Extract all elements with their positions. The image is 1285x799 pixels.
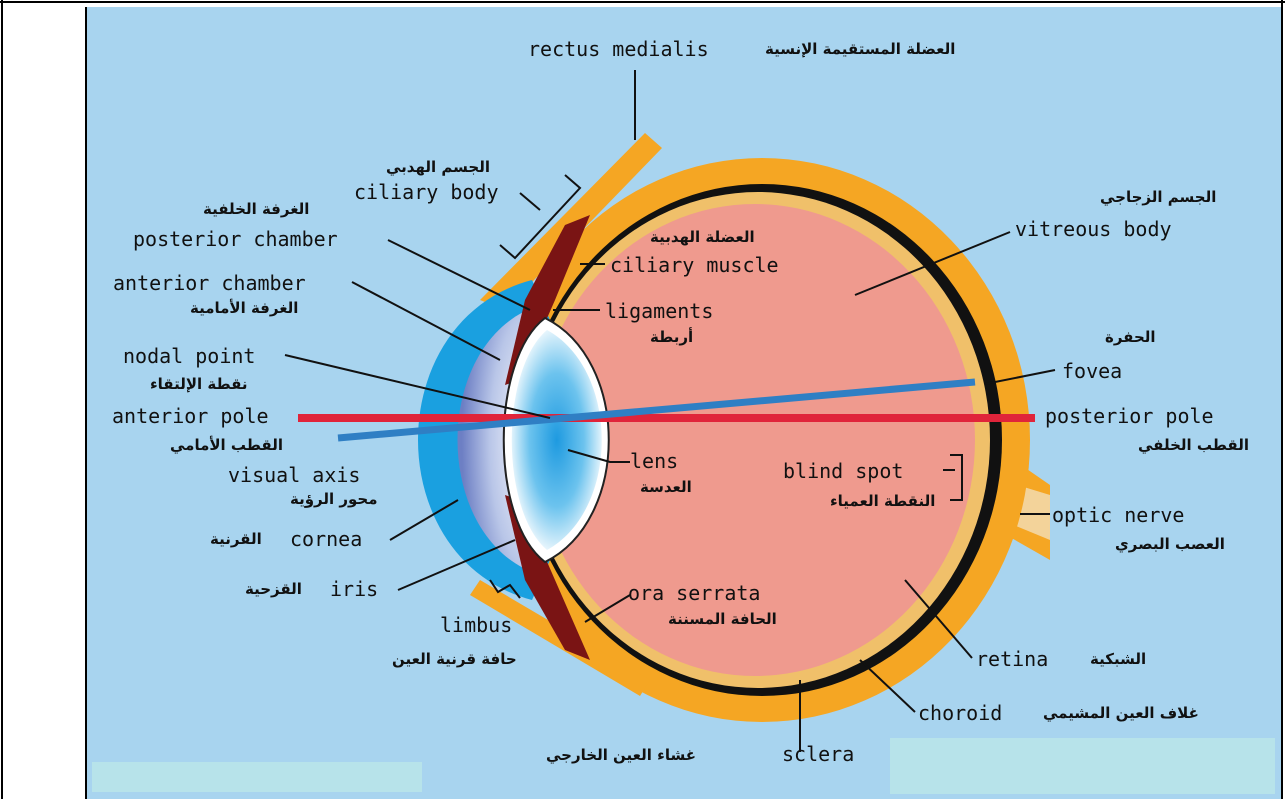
label-blind-spot: blind spot: [783, 460, 903, 482]
label-visual-axis: visual axis: [228, 464, 360, 486]
label-lens: lens: [630, 450, 678, 472]
label-fovea-ar: الحفرة: [1105, 328, 1156, 346]
label-optic-nerve: optic nerve: [1052, 504, 1184, 526]
label-iris-ar: القزحية: [245, 580, 302, 598]
label-sclera-ar: غشاء العين الخارجي: [546, 746, 696, 764]
label-cornea-ar: القرنية: [210, 530, 262, 548]
label-vitreous-body-ar: الجسم الزجاجي: [1100, 188, 1216, 206]
label-anterior-pole: anterior pole: [112, 405, 269, 427]
label-ora-serrata: ora serrata: [628, 582, 760, 604]
label-anterior-pole-ar: القطب الأمامي: [170, 436, 283, 454]
label-ciliary-body: ciliary body: [354, 181, 499, 203]
label-choroid-ar: غلاف العين المشيمي: [1043, 704, 1199, 722]
label-fovea: fovea: [1062, 360, 1122, 382]
label-ligaments-ar: أربطة: [650, 328, 693, 346]
label-posterior-pole-ar: القطب الخلفي: [1138, 436, 1249, 454]
label-ora-serrata-ar: الحافة المسننة: [668, 610, 777, 628]
label-nodal-point-ar: نقطة الإلتقاء: [150, 375, 248, 393]
label-anterior-chamber: anterior chamber: [113, 272, 306, 294]
label-rectus-medialis: rectus medialis: [528, 38, 709, 60]
label-nodal-point: nodal point: [123, 345, 255, 367]
label-retina-ar: الشبكية: [1090, 650, 1146, 668]
light-strip-bottom-right: [890, 738, 1275, 794]
light-strip-bottom-left: [92, 762, 422, 792]
label-visual-axis-ar: محور الرؤية: [290, 490, 378, 508]
label-retina: retina: [976, 648, 1048, 670]
label-rectus-medialis-ar: العضلة المستقيمة الإنسية: [765, 40, 955, 58]
label-optic-nerve-ar: العصب البصري: [1115, 535, 1225, 553]
label-posterior-chamber: posterior chamber: [133, 228, 338, 250]
label-sclera: sclera: [782, 743, 854, 765]
label-ciliary-body-ar: الجسم الهدبي: [386, 158, 490, 176]
label-blind-spot-ar: النقطة العمياء: [830, 492, 935, 510]
label-posterior-pole: posterior pole: [1045, 405, 1214, 427]
label-anterior-chamber-ar: الغرفة الأمامية: [190, 299, 298, 317]
label-ligaments: ligaments: [605, 300, 713, 322]
label-lens-ar: العدسة: [640, 478, 692, 496]
label-posterior-chamber-ar: الغرفة الخلفية: [203, 200, 309, 218]
label-choroid: choroid: [918, 702, 1002, 724]
label-ciliary-muscle-ar: العضلة الهدبية: [650, 228, 755, 246]
label-iris: iris: [330, 578, 378, 600]
label-limbus-ar: حافة قرنية العين: [392, 650, 517, 668]
label-limbus: limbus: [440, 614, 512, 636]
label-cornea: cornea: [290, 528, 362, 550]
label-vitreous-body: vitreous body: [1015, 218, 1172, 240]
label-ciliary-muscle: ciliary muscle: [610, 254, 779, 276]
